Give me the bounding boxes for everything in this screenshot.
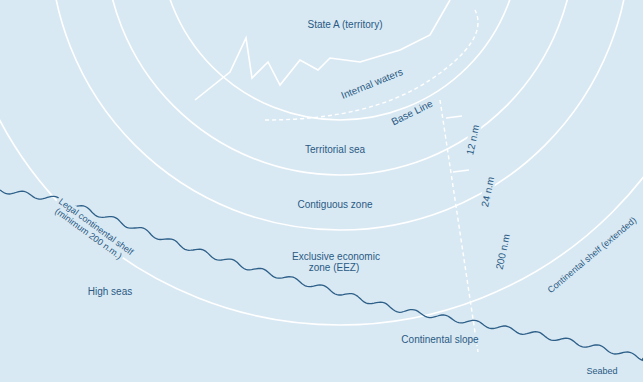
distance-label: 200 n.m (492, 226, 514, 277)
territory-label-text: State A (territory) (305, 19, 384, 30)
distance-label-text: 12 n.m (464, 122, 482, 158)
baseline-dashed (265, 10, 478, 120)
zone-label-text: High seas (86, 286, 134, 297)
zone-label-text: Continental shelf (extended) (544, 214, 640, 297)
zone-label-text: Contiguous zone (295, 199, 374, 210)
zone-label: Seabed (577, 366, 627, 376)
zone-label-text: Seabed (584, 366, 619, 376)
zone-label-text: Territorial sea (303, 144, 367, 155)
zone-label-text: Internal waters (338, 66, 407, 102)
coastline (195, 0, 450, 100)
contiguous-zone-limit-arc (50, 0, 630, 230)
distance-label-text: 24 n.m (479, 174, 497, 210)
territory-label: State A (territory) (305, 19, 385, 31)
seabed-profile (0, 190, 643, 360)
distance-label-text: 200 n.m (493, 231, 512, 273)
territorial-sea-inner-arc (160, 0, 520, 120)
zone-label: Contiguous zone (280, 199, 390, 211)
zone-label-text: Legal continental shelf (minimum 200 n.m… (53, 195, 135, 262)
zone-label: Exclusive economic zone (EEZ) (280, 251, 390, 274)
eez-limit-arc (0, 0, 643, 325)
zone-label: Legal continental shelf (minimum 200 n.m… (37, 186, 146, 273)
distance-tick (446, 116, 462, 118)
zone-label-text: Continental slope (399, 334, 480, 345)
territorial-sea-limit-arc (105, 0, 575, 175)
zone-label: Continental slope (385, 334, 495, 346)
zone-label: Continental shelf (extended) (531, 203, 643, 307)
zone-label: Internal waters (328, 62, 416, 106)
baseline-label-text: Base Line (388, 97, 436, 128)
zone-label-text: Exclusive economic zone (EEZ) (290, 251, 380, 274)
zone-label: Territorial sea (280, 144, 390, 156)
distance-label: 12 n.m (463, 117, 483, 162)
distance-label: 24 n.m (478, 169, 498, 214)
distance-tick (453, 170, 469, 172)
zone-label: High seas (70, 286, 150, 298)
